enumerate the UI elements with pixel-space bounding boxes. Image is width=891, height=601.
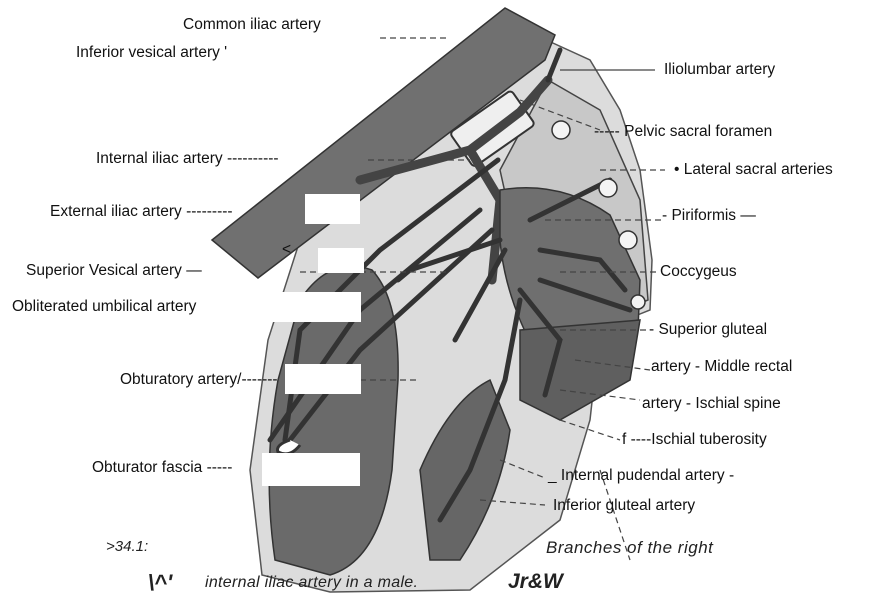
label-superior-vesical: Superior Vesical artery — — [26, 262, 202, 280]
caption-prefix-glyphs: \^' — [148, 570, 172, 596]
label-piriformis: - Piriformis — — [662, 207, 756, 225]
label-superior-gluteal: - Superior gluteal — [649, 321, 767, 339]
label-coccygeus: Coccygeus — [660, 263, 737, 281]
label-common-iliac: Common iliac artery — [183, 16, 321, 34]
label-obturatory: Obturatory artery/------- — [120, 371, 278, 389]
caption-line-2: internal iliac artery in a male. — [205, 574, 418, 592]
label-middle-rectal: artery - Middle rectal — [651, 358, 792, 376]
label-mask — [318, 248, 364, 273]
label-pelvic-sacral-foramen: ----- Pelvic sacral foramen — [594, 123, 772, 141]
label-mask — [285, 364, 361, 394]
caption-suffix-glyphs: Jr&W — [508, 570, 563, 594]
label-ischial-tuberosity: f ----Ischial tuberosity — [622, 431, 767, 449]
label-inferior-gluteal: Inferior gluteal artery — [553, 497, 695, 515]
lower-muscle — [520, 320, 640, 420]
label-lt-mark: < — [282, 241, 291, 259]
label-lateral-sacral: • Lateral sacral arteries — [674, 161, 833, 179]
label-ischial-spine: artery - Ischial spine — [642, 395, 781, 413]
label-internal-pudendal: _ Internal pudendal artery - — [548, 467, 734, 485]
label-obliterated-umbilical: Obliterated umbilical artery — [12, 298, 196, 316]
label-mask — [305, 194, 360, 224]
label-iliolumbar: Iliolumbar artery — [664, 61, 775, 79]
label-inferior-vesical: Inferior vesical artery ' — [76, 44, 227, 62]
caption-line-1: Branches of the right — [546, 538, 713, 558]
label-mask — [268, 292, 361, 322]
label-obturator-fascia: Obturator fascia ----- — [92, 459, 232, 477]
figure-number: >34.1: — [106, 538, 148, 555]
label-mask — [262, 453, 360, 486]
label-external-iliac: External iliac artery --------- — [50, 203, 233, 221]
label-internal-iliac: Internal iliac artery ---------- — [96, 150, 279, 168]
